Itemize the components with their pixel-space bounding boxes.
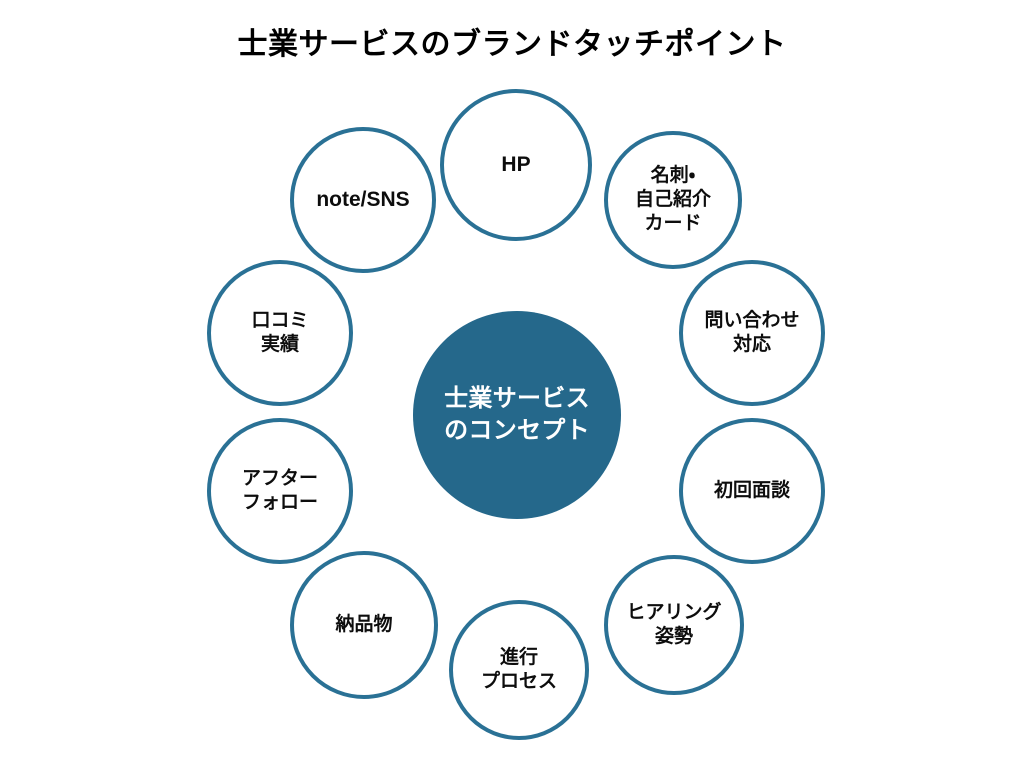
touchpoint-circle-shinkou-process: 進行 プロセス <box>449 600 589 740</box>
touchpoint-label-toiawase: 問い合わせ 対応 <box>704 309 800 355</box>
touchpoint-label-meishi: 名刺・ 自己紹介 カード <box>634 164 711 235</box>
touchpoint-circle-note-sns: note/SNS <box>290 127 436 273</box>
touchpoint-circle-nouhinbutsu: 納品物 <box>290 551 438 699</box>
touchpoint-circle-kuchikomi: 口コミ 実績 <box>207 260 353 406</box>
touchpoint-circle-toiawase: 問い合わせ 対応 <box>679 260 825 406</box>
touchpoint-circle-hp: HP <box>440 89 592 241</box>
touchpoint-label-note-sns: note/SNS <box>316 187 410 211</box>
touchpoint-circle-meishi: 名刺・ 自己紹介 カード <box>604 131 742 269</box>
touchpoint-circle-shokai-mendan: 初回面談 <box>679 418 825 564</box>
touchpoint-label-hearing: ヒアリング 姿勢 <box>626 601 722 647</box>
touchpoint-label-kuchikomi: 口コミ 実績 <box>251 309 309 355</box>
touchpoint-label-nouhinbutsu: 納品物 <box>335 613 393 635</box>
touchpoint-circle-hearing: ヒアリング 姿勢 <box>604 555 744 695</box>
touchpoint-circle-after-follow: アフター フォロー <box>207 418 353 564</box>
touchpoint-label-shokai-mendan: 初回面談 <box>713 479 790 501</box>
touchpoint-label-after-follow: アフター フォロー <box>241 467 318 513</box>
center-concept-circle: 士業サービス のコンセプト <box>413 311 621 519</box>
page-title: 士業サービスのブランドタッチポイント <box>237 28 787 61</box>
touchpoint-label-hp: HP <box>501 152 531 176</box>
touchpoint-label-shinkou-process: 進行 プロセス <box>480 646 557 692</box>
center-concept-label: 士業サービス のコンセプト <box>444 385 590 444</box>
